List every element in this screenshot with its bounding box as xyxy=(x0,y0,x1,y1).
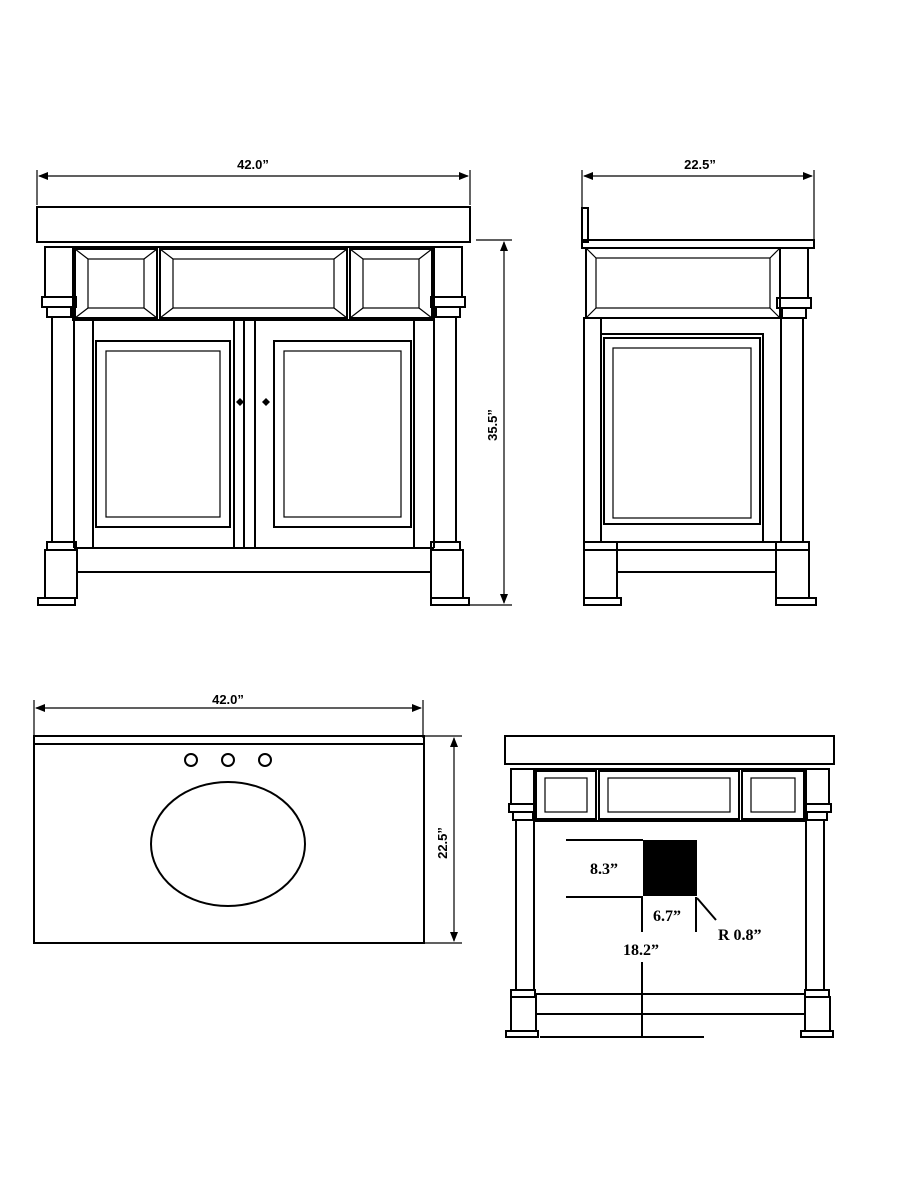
top-depth-dimension: 22.5” xyxy=(424,735,462,944)
sink-basin xyxy=(150,781,306,907)
cutout-width-dimension: 6.7” xyxy=(641,897,697,932)
faucet-hole-left-icon xyxy=(184,753,198,767)
right-door-knob-icon xyxy=(262,398,270,406)
top-view: 42.0” 22.5” xyxy=(33,692,462,944)
floor-height-dimension: 18.2” xyxy=(623,942,659,1037)
top-depth-label: 22.5” xyxy=(435,827,450,859)
plumbing-cutout xyxy=(643,840,697,896)
left-door-knob-icon xyxy=(236,398,244,406)
side-backsplash xyxy=(581,207,589,243)
cutout-height-dimension: 8.3” xyxy=(566,839,643,898)
front-left-leg xyxy=(37,246,78,606)
faucet-hole-center-icon xyxy=(221,753,235,767)
front-width-dimension: 42.0” xyxy=(36,157,471,205)
top-width-label: 42.0” xyxy=(212,692,244,707)
side-door xyxy=(600,333,764,543)
side-view: 22.5” xyxy=(581,157,817,606)
side-countertop xyxy=(581,239,815,249)
back-view: 8.3” 6.7” R 0.8” 18.2” xyxy=(504,735,835,1038)
front-height-label: 35.5” xyxy=(485,409,500,441)
cutout-width-label: 6.7” xyxy=(653,908,681,925)
front-drawer-panels xyxy=(72,246,435,321)
front-countertop xyxy=(36,206,471,243)
top-countertop xyxy=(33,735,425,944)
top-width-dimension: 42.0” xyxy=(33,692,424,738)
side-depth-dimension: 22.5” xyxy=(581,157,815,240)
faucet-hole-right-icon xyxy=(258,753,272,767)
back-countertop xyxy=(504,735,835,765)
front-cabinet-doors xyxy=(73,319,435,573)
front-width-label: 42.0” xyxy=(237,157,269,172)
cutout-height-label: 8.3” xyxy=(590,861,618,878)
front-view: 42.0” 35.5” xyxy=(36,157,512,606)
side-leg xyxy=(775,247,817,606)
corner-radius-label: R 0.8” xyxy=(718,927,762,944)
floor-height-label: 18.2” xyxy=(623,942,659,959)
back-left-leg xyxy=(505,768,539,1038)
corner-radius-callout: R 0.8” xyxy=(696,897,762,944)
front-height-dimension: 35.5” xyxy=(470,239,512,606)
front-right-leg xyxy=(430,246,470,606)
side-depth-label: 22.5” xyxy=(684,157,716,172)
